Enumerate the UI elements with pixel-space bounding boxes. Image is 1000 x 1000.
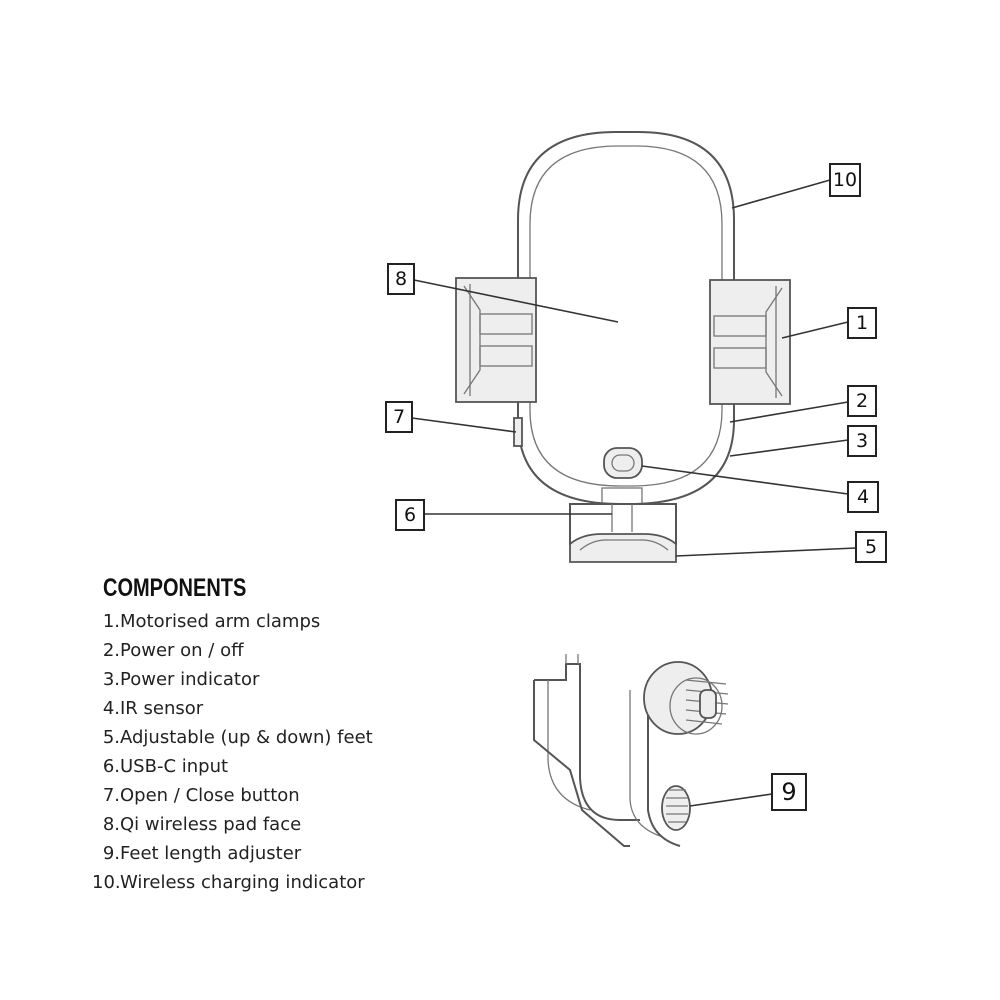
svg-text:4: 4 bbox=[857, 486, 869, 508]
callout-2: 2 bbox=[847, 385, 877, 417]
svg-text:8: 8 bbox=[395, 268, 407, 290]
callout-9: 9 bbox=[771, 773, 807, 811]
ir-sensor bbox=[603, 447, 643, 479]
component-label: IR sensor bbox=[120, 698, 204, 719]
component-label: Wireless charging indicator bbox=[120, 872, 365, 893]
leader-8 bbox=[413, 279, 619, 323]
leader-2 bbox=[729, 401, 849, 423]
callout-3: 3 bbox=[847, 425, 877, 457]
leader-9 bbox=[689, 793, 773, 807]
list-item: 8.Qi wireless pad face bbox=[92, 810, 512, 839]
svg-text:1: 1 bbox=[856, 312, 868, 334]
svg-text:7: 7 bbox=[393, 406, 405, 428]
component-label: Adjustable (up & down) feet bbox=[120, 727, 373, 748]
leader-3 bbox=[729, 439, 849, 457]
svg-text:6: 6 bbox=[404, 504, 416, 526]
leader-1 bbox=[781, 321, 849, 339]
list-item: 10.Wireless charging indicator bbox=[92, 868, 512, 897]
pad-face-outline bbox=[529, 145, 723, 487]
threaded-knob-top bbox=[643, 661, 729, 735]
list-item: 4.IR sensor bbox=[92, 694, 512, 723]
component-label: Qi wireless pad face bbox=[120, 814, 302, 835]
component-label: Feet length adjuster bbox=[120, 843, 302, 864]
svg-text:5: 5 bbox=[865, 536, 877, 558]
right-arm-clamp bbox=[709, 279, 791, 405]
svg-text:3: 3 bbox=[856, 430, 868, 452]
leader-7 bbox=[411, 417, 517, 433]
component-label: Open / Close button bbox=[120, 785, 300, 806]
components-heading: COMPONENTS bbox=[103, 574, 247, 602]
svg-text:10: 10 bbox=[833, 169, 857, 191]
callout-4: 4 bbox=[847, 481, 879, 513]
mount-bracket bbox=[533, 654, 681, 847]
list-item: 2.Power on / off bbox=[92, 636, 512, 665]
svg-text:2: 2 bbox=[856, 390, 868, 412]
callout-6: 6 bbox=[395, 499, 425, 531]
component-label: Power indicator bbox=[120, 669, 260, 690]
leader-5 bbox=[675, 547, 857, 557]
adjustable-feet bbox=[569, 533, 677, 563]
list-item: 7.Open / Close button bbox=[92, 781, 512, 810]
list-item: 9.Feet length adjuster bbox=[92, 839, 512, 868]
left-arm-clamp bbox=[455, 277, 537, 403]
component-label: Power on / off bbox=[120, 640, 244, 661]
list-item: 1.Motorised arm clamps bbox=[92, 607, 512, 636]
list-item: 6.USB-C input bbox=[92, 752, 512, 781]
callout-8: 8 bbox=[387, 263, 415, 295]
feet-length-adjuster-knob bbox=[661, 785, 691, 831]
callout-1: 1 bbox=[847, 307, 877, 339]
components-list: 1.Motorised arm clamps 2.Power on / off … bbox=[92, 607, 512, 897]
leader-10 bbox=[731, 179, 831, 209]
callout-10: 10 bbox=[829, 163, 861, 197]
component-label: Motorised arm clamps bbox=[120, 611, 321, 632]
components-section: COMPONENTS 1.Motorised arm clamps 2.Powe… bbox=[92, 574, 512, 897]
callout-5: 5 bbox=[855, 531, 887, 563]
list-item: 3.Power indicator bbox=[92, 665, 512, 694]
callout-7: 7 bbox=[385, 401, 413, 433]
charger-front-diagram: 10 8 1 2 3 7 4 6 5 bbox=[385, 131, 887, 563]
leader-4 bbox=[641, 465, 849, 495]
list-item: 5.Adjustable (up & down) feet bbox=[92, 723, 512, 752]
component-label: USB-C input bbox=[120, 756, 229, 777]
feet-adjuster-detail-diagram: 9 bbox=[533, 654, 807, 847]
svg-text:9: 9 bbox=[781, 778, 796, 806]
charger-body-outline bbox=[517, 131, 735, 505]
